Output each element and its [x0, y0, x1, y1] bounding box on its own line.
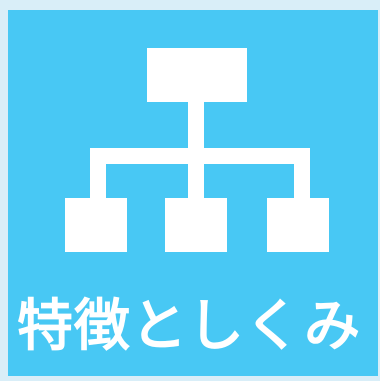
hierarchy-right-connector: [294, 148, 310, 200]
hierarchy-root-connector: [188, 102, 204, 154]
hierarchy-left-connector: [90, 148, 106, 200]
hierarchy-tree-icon: [65, 48, 329, 252]
hierarchy-center-connector: [188, 148, 204, 200]
hierarchy-center-child-node: [165, 198, 227, 252]
hierarchy-root-node: [147, 48, 247, 102]
tile-caption: 特徴としくみ: [16, 293, 362, 359]
hierarchy-left-child-node: [65, 198, 127, 252]
hierarchy-right-child-node: [267, 198, 329, 252]
feature-structure-tile[interactable]: 特徴としくみ: [8, 10, 378, 376]
